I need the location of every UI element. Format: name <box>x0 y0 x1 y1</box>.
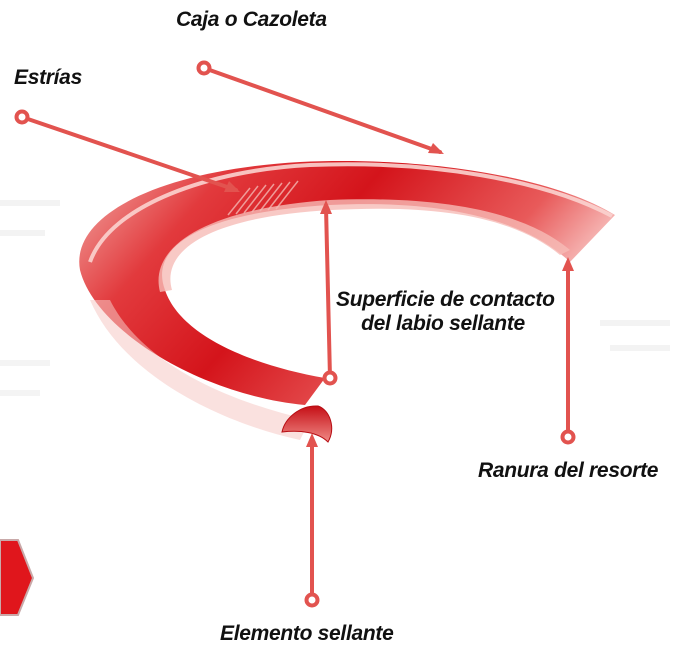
seal-lower-shadow <box>90 300 310 440</box>
sealing-element-cross-section <box>281 405 333 443</box>
label-superficie-contacto: Superficie de contacto del labio sellant… <box>336 288 555 336</box>
label-ranura-del-resorte: Ranura del resorte <box>478 459 659 482</box>
page-tab-arrow <box>0 539 35 616</box>
label-superficie-line2: del labio sellante <box>361 312 525 335</box>
callout-lines <box>20 66 570 602</box>
callout-dot-superficie <box>322 370 338 386</box>
label-elemento-sellante: Elemento sellante <box>220 622 394 645</box>
callout-dot-elemento <box>304 592 320 608</box>
background-texture <box>0 200 670 396</box>
callout-dot-caja <box>196 60 212 76</box>
callout-dot-estrias <box>14 109 30 125</box>
seal-ring-body <box>79 161 615 405</box>
label-caja-o-cazoleta: Caja o Cazoleta <box>176 8 327 31</box>
callout-origins <box>14 60 576 608</box>
callout-arrowheads <box>224 143 574 447</box>
label-superficie-line1: Superficie de contacto <box>336 288 555 311</box>
callout-dot-ranura <box>560 429 576 445</box>
striations <box>227 180 299 216</box>
label-estrias: Estrías <box>14 66 82 89</box>
case-rim <box>88 162 613 263</box>
